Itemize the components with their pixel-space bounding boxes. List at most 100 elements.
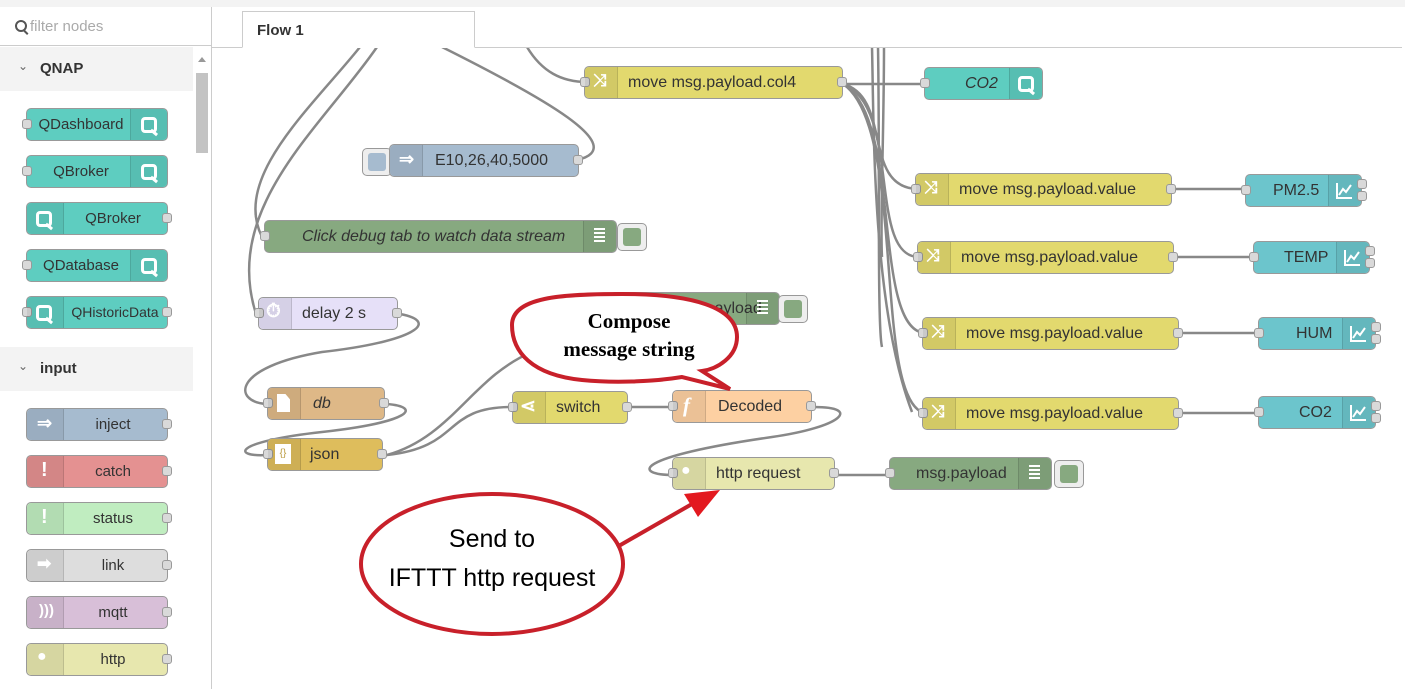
compose-line-2: message string	[563, 337, 695, 361]
node-move-value-1[interactable]: ⤨ move msg.payload.value	[911, 173, 1176, 206]
input-port	[22, 166, 32, 176]
node-debug-stream[interactable]: Click debug tab to watch data stream	[260, 220, 617, 253]
node-label: QDashboard	[38, 116, 124, 133]
node-http-request[interactable]: ● http request	[668, 457, 839, 490]
node-co2-qnap[interactable]: CO2	[920, 67, 1043, 100]
output-port[interactable]	[1357, 179, 1367, 189]
input-port[interactable]	[885, 468, 895, 478]
node-label: TEMP	[1284, 249, 1329, 266]
shuffle-icon: ⤨	[585, 67, 618, 98]
node-label: db	[313, 395, 331, 412]
palette-node-qbroker-in[interactable]: QBroker	[26, 202, 172, 235]
output-port[interactable]	[1173, 328, 1183, 338]
output-port[interactable]	[1357, 191, 1367, 201]
search-icon	[15, 20, 27, 32]
node-switch[interactable]: ⋖ switch	[508, 391, 632, 424]
palette-node-catch[interactable]: ! catch	[26, 455, 172, 488]
input-port[interactable]	[263, 449, 273, 459]
output-port[interactable]	[1371, 334, 1381, 344]
node-debug-payload[interactable]: msg.payload	[885, 457, 1052, 490]
node-move-value-4[interactable]: ⤨ move msg.payload.value	[918, 397, 1183, 430]
node-label: PM2.5	[1273, 182, 1320, 199]
input-port[interactable]	[1254, 328, 1264, 338]
node-chart-hum[interactable]: HUM	[1254, 317, 1381, 350]
node-move-value-3[interactable]: ⤨ move msg.payload.value	[918, 317, 1183, 350]
output-port[interactable]	[837, 77, 847, 87]
palette-scrollbar[interactable]	[194, 51, 210, 351]
input-port[interactable]	[254, 308, 264, 318]
scroll-up-arrow[interactable]	[198, 57, 206, 62]
output-port[interactable]	[1168, 252, 1178, 262]
output-port[interactable]	[1365, 258, 1375, 268]
wire	[842, 82, 920, 259]
output-port[interactable]	[1371, 322, 1381, 332]
scrollbar-thumb[interactable]	[196, 73, 208, 153]
output-port[interactable]	[622, 402, 632, 412]
palette-node-inject[interactable]: ⇒ inject	[26, 408, 172, 441]
node-delay[interactable]: ⏱ delay 2 s	[254, 297, 402, 330]
input-port[interactable]	[911, 184, 921, 194]
debug-toggle-button[interactable]	[778, 295, 808, 323]
input-port[interactable]	[263, 398, 273, 408]
output-port[interactable]	[1166, 184, 1176, 194]
output-port[interactable]	[1371, 401, 1381, 411]
input-port[interactable]	[1241, 185, 1251, 195]
node-move-value-2[interactable]: ⤨ move msg.payload.value	[913, 241, 1178, 274]
category-qnap[interactable]: ⌄ QNAP	[0, 47, 193, 91]
flow-workspace[interactable]: Flow 1 ⤨ move msg.payload.col4 CO2 ⇒ E10…	[212, 7, 1405, 689]
palette-node-qhistoricdata[interactable]: QHistoricData	[22, 296, 172, 329]
input-port[interactable]	[920, 78, 930, 88]
output-port[interactable]	[806, 401, 816, 411]
palette-node-qdatabase[interactable]: QDatabase	[22, 249, 168, 282]
debug-toggle-button[interactable]	[1054, 460, 1084, 488]
palette-node-http[interactable]: ● http	[26, 643, 172, 676]
palette-node-qbroker-out[interactable]: QBroker	[22, 155, 168, 188]
shuffle-icon: ⤨	[923, 318, 956, 349]
input-port[interactable]	[260, 231, 270, 241]
output-port[interactable]	[377, 449, 387, 459]
palette-node-qdashboard[interactable]: QDashboard	[22, 108, 168, 141]
node-chart-temp[interactable]: TEMP	[1249, 241, 1375, 274]
node-chart-pm25[interactable]: PM2.5	[1241, 174, 1367, 207]
node-db-file[interactable]: db	[263, 387, 389, 420]
input-port[interactable]	[918, 328, 928, 338]
output-port[interactable]	[379, 398, 389, 408]
palette-node-link[interactable]: ➡ link	[26, 549, 172, 582]
qnap-icon	[27, 203, 64, 234]
node-label: E10,26,40,5000	[435, 152, 548, 169]
output-port[interactable]	[1173, 408, 1183, 418]
input-port[interactable]	[508, 402, 518, 412]
output-port[interactable]	[392, 308, 402, 318]
input-port[interactable]	[668, 468, 678, 478]
wire	[247, 46, 379, 315]
filter-nodes-input[interactable]	[30, 16, 190, 36]
output-port[interactable]	[1371, 413, 1381, 423]
tab-flow-1[interactable]: Flow 1	[242, 11, 475, 48]
node-move-col4[interactable]: ⤨ move msg.payload.col4	[580, 66, 847, 99]
input-port[interactable]	[1254, 407, 1264, 417]
function-icon: f	[673, 391, 706, 422]
input-port[interactable]	[1249, 252, 1259, 262]
node-chart-co2[interactable]: CO2	[1254, 396, 1381, 429]
node-json[interactable]: {} json	[263, 438, 387, 471]
palette-node-mqtt[interactable]: ))) mqtt	[26, 596, 172, 629]
node-label: mqtt	[98, 604, 128, 621]
switch-branch-icon: ⋖	[513, 392, 546, 423]
input-port[interactable]	[918, 408, 928, 418]
debug-toggle-button[interactable]	[617, 223, 647, 251]
file-icon	[268, 388, 301, 419]
palette-node-status[interactable]: ! status	[26, 502, 172, 535]
node-function-decoded[interactable]: f Decoded	[668, 390, 816, 423]
input-port[interactable]	[913, 252, 923, 262]
input-port[interactable]	[580, 77, 590, 87]
node-inject[interactable]: ⇒ E10,26,40,5000	[389, 144, 583, 177]
output-port[interactable]	[829, 468, 839, 478]
input-port[interactable]	[668, 401, 678, 411]
inject-trigger-button[interactable]	[362, 148, 392, 176]
category-input[interactable]: ⌄ input	[0, 347, 193, 391]
compose-line-1: Compose	[587, 309, 671, 333]
output-port[interactable]	[573, 155, 583, 165]
node-label: catch	[95, 463, 131, 480]
node-palette: ⌄ QNAP QDashboard QBroker QBroker QDatab…	[0, 7, 212, 689]
output-port[interactable]	[1365, 246, 1375, 256]
